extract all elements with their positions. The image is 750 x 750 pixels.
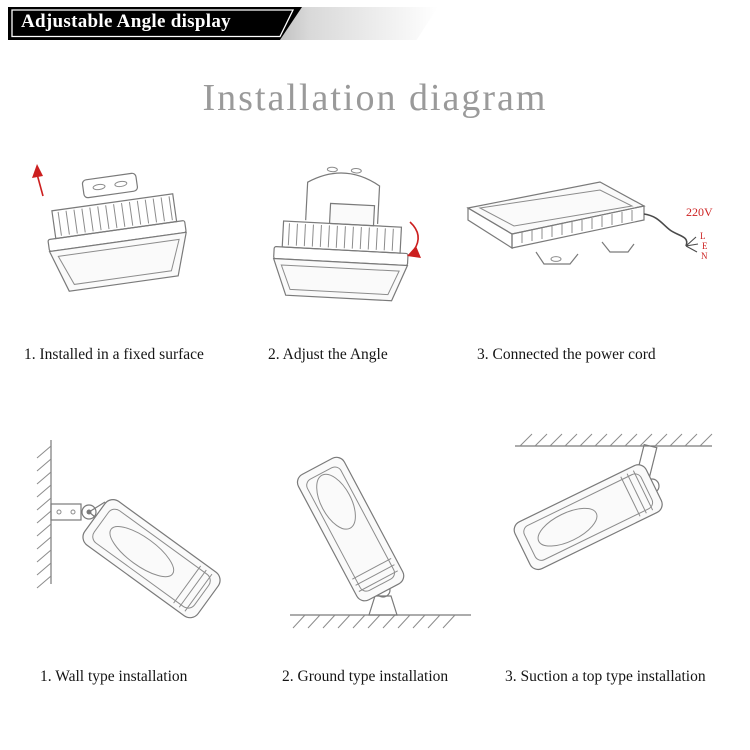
page-title: Installation diagram (202, 77, 548, 119)
floodlight-body (466, 181, 646, 265)
banner-title: Adjustable Angle display (21, 11, 231, 32)
mounting-foot (535, 251, 579, 265)
mounting-bracket (305, 172, 381, 224)
wall-mount-illustration (36, 440, 221, 619)
step-label-ground-type: 2. Ground type installation (282, 668, 449, 685)
ground-mount-illustration (290, 456, 471, 629)
floodlight-adjust-illustration (272, 166, 421, 302)
fig-ceiling-installation (500, 432, 728, 664)
ceiling-mount-illustration (513, 433, 713, 571)
fig-connect-power-cord: 220V L E N (452, 162, 728, 340)
step-label-fixed-surface: 1. Installed in a fixed surface (24, 346, 204, 363)
up-arrow-icon (32, 164, 44, 197)
wire-e-label: E (702, 241, 708, 251)
heatsink-fins (521, 210, 633, 243)
wire-l-label: L (700, 231, 706, 241)
heatsink-fins (57, 196, 173, 236)
ground-hatching (292, 614, 456, 629)
fig-wall-installation (25, 432, 255, 664)
floodlight-body (272, 166, 409, 302)
floodlight-body (47, 172, 187, 292)
rotate-arrow-icon (407, 221, 421, 258)
fig-ground-installation (275, 430, 485, 664)
voltage-label: 220V (686, 205, 713, 219)
power-cord (643, 213, 699, 253)
floodlight-fixed-illustration (32, 164, 187, 292)
wall-surface (36, 440, 52, 589)
ground-surface (290, 614, 471, 629)
heatsink-fins (352, 558, 398, 592)
banner-border (11, 9, 295, 38)
floodlight-body (513, 464, 663, 571)
ceiling-hatching (519, 433, 713, 447)
header-banner: Adjustable Angle display (8, 7, 302, 40)
floodlight-cord-illustration: 220V L E N (466, 181, 713, 265)
ceiling-surface (515, 433, 713, 447)
floodlight-body (82, 499, 221, 619)
wire-n-label: N (701, 251, 708, 261)
heatsink-fins (620, 470, 654, 517)
step-label-adjust-angle: 2. Adjust the Angle (268, 346, 388, 363)
floodlight-body (296, 456, 405, 602)
fig-installed-fixed-surface (18, 160, 218, 340)
wall-hatching (36, 445, 52, 589)
fig-adjust-angle (240, 158, 440, 340)
step-label-power-cord: 3. Connected the power cord (477, 346, 656, 363)
step-label-suction-top-type: 3. Suction a top type installation (505, 668, 706, 685)
heatsink-fins (287, 223, 394, 251)
step-label-wall-type: 1. Wall type installation (40, 668, 188, 685)
heatsink-fins (173, 565, 213, 612)
